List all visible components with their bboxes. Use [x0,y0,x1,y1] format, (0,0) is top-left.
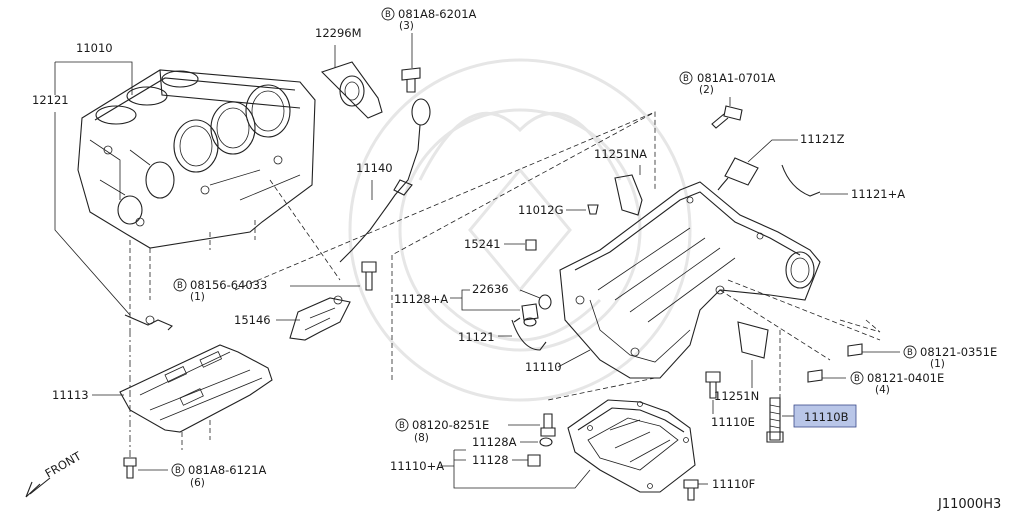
front-label: FRONT [43,448,85,480]
label-081a8-6201a[interactable]: 081A8-6201A [398,7,477,21]
label-08120-8251e[interactable]: 08120-8251E [412,418,489,432]
qty-08121-0401e: (4) [875,384,890,396]
bolt-symbol: B [175,466,181,476]
upper-oil-pan[interactable] [559,181,821,379]
bolt-08121-0401e[interactable] [807,369,823,383]
gasket-11251n[interactable] [737,321,769,359]
bolt-08156-64033[interactable] [361,261,377,291]
leader-dash [269,179,341,281]
label-081a8-6121a[interactable]: 081A8-6121A [188,463,267,477]
cylinder-block[interactable] [77,69,316,249]
diagram-code: J11000H3 [937,497,1001,511]
label-15146[interactable]: 15146 [234,313,271,327]
label-12121[interactable]: 12121 [32,93,69,107]
bolt-symbol: B [399,421,405,431]
label-11251n[interactable]: 11251N [714,389,759,403]
dowel-pin[interactable] [124,314,173,331]
label-11121[interactable]: 11121 [458,330,495,344]
label-11251na[interactable]: 11251NA [594,147,647,161]
qty-081a8-6121a: (6) [190,477,205,489]
rear-oil-seal[interactable] [320,61,383,119]
highlight-box-11110b[interactable] [793,404,857,428]
bolt-11110f[interactable] [683,479,699,501]
drain-plug-lower[interactable] [527,454,541,467]
label-11110b[interactable]: 11110B [804,410,849,424]
bolt-08121-0351e[interactable] [847,343,863,357]
leader-dash [547,377,656,401]
part-15241[interactable] [525,239,537,251]
label-11010[interactable]: 11010 [76,41,113,55]
bolt-symbol: B [907,348,913,358]
gasket-11251na[interactable] [614,174,643,216]
label-11113[interactable]: 11113 [52,388,89,402]
bolt-symbol: B [177,281,183,291]
qty-081a1-0701a: (2) [699,84,714,96]
qty-08120-8251e: (8) [414,432,429,444]
leader-dash [727,279,881,341]
oil-strainer-11121z[interactable] [717,157,759,191]
oil-level-gauge[interactable] [339,98,431,263]
label-11140[interactable]: 11140 [356,161,393,175]
leader-dash [209,220,256,250]
bolt-symbol: B [854,374,860,384]
leader-dash [391,111,656,380]
bolt-081a8-6121a[interactable] [123,457,137,479]
label-11012g[interactable]: 11012G [518,203,564,217]
qty-081a8-6201a: (3) [399,20,414,32]
bracket-15146[interactable] [289,295,351,341]
label-11128a[interactable]: 11128+A [394,292,448,306]
qty-08156-64033: (1) [190,291,205,303]
label-081a1-0701a[interactable]: 081A1-0701A [697,71,776,85]
label-11110a[interactable]: 11110+A [390,459,444,473]
label-15241[interactable]: 15241 [464,237,501,251]
bolt-11110e[interactable] [705,371,721,399]
watermark-emblem [348,58,692,402]
label-08121-0401e[interactable]: 08121-0401E [867,371,944,385]
front-arrow-icon [25,477,51,498]
oil-strainer-11121[interactable] [511,317,547,351]
baffle-plate[interactable] [119,344,273,433]
qty-08121-0351e: (1) [930,358,945,370]
label-11121z[interactable]: 11121Z [800,132,845,146]
label-11110[interactable]: 11110 [525,360,562,374]
leader-dash [181,420,211,450]
plug-11012g[interactable] [587,204,599,215]
lower-oil-pan[interactable] [567,399,696,493]
bolt-08120-8251e[interactable] [540,413,556,437]
drain-plug[interactable] [521,294,552,327]
label-12296m[interactable]: 12296M [315,26,362,40]
oil-tube-11121a[interactable] [781,164,821,197]
label-08156-64033[interactable]: 08156-64033 [190,278,267,292]
label-11110f[interactable]: 11110F [712,477,755,491]
label-11128[interactable]: 11128 [472,453,509,467]
drain-washer[interactable] [539,437,553,447]
leader-dash [839,319,881,333]
label-11110e[interactable]: 11110E [711,415,755,429]
label-08121-0351e[interactable]: 08121-0351E [920,345,997,359]
bolt-symbol: B [683,74,689,84]
bolt-11110b[interactable] [766,397,784,443]
bolt-081a8-6201a[interactable] [401,67,421,93]
label-11128A[interactable]: 11128A [472,435,517,449]
label-11121a[interactable]: 11121+A [851,187,905,201]
bolt-081a1-0701a[interactable] [711,105,743,129]
leader-dash [719,289,831,361]
label-22636[interactable]: 22636 [472,282,509,296]
bolt-symbol: B [385,10,391,20]
